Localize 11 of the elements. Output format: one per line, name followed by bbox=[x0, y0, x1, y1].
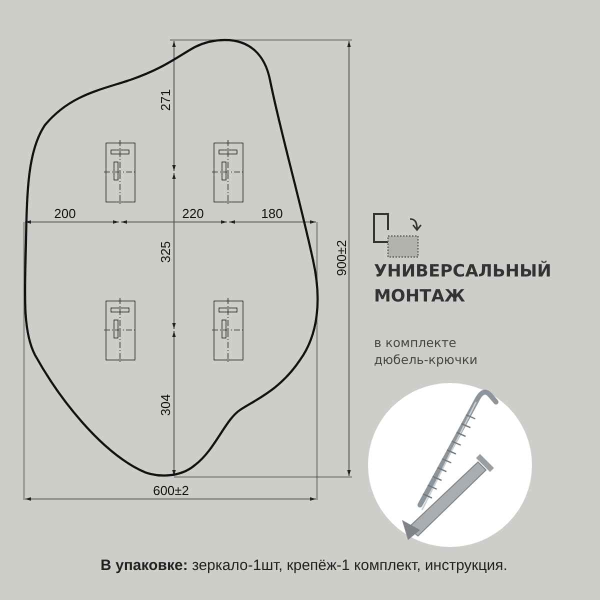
dimension-label: 325 bbox=[158, 241, 174, 263]
dimension-label: 180 bbox=[261, 206, 283, 222]
dimension-label: 304 bbox=[158, 394, 174, 416]
dimension-label: 271 bbox=[158, 89, 174, 111]
package-contents-text: В упаковке: зеркало-1шт, крепёж-1 комплект, инструкция. bbox=[100, 558, 508, 574]
dimension-label: 220 bbox=[182, 206, 204, 222]
kit-note: в комплекте дюбель-крючки bbox=[374, 335, 478, 369]
dimension-label: 200 bbox=[54, 206, 76, 222]
dimension-label: 900±2 bbox=[334, 240, 350, 276]
dimension-label: 600±2 bbox=[152, 484, 190, 498]
heading: УНИВЕРСАЛЬНЫЙ МОНТАЖ bbox=[374, 260, 552, 308]
